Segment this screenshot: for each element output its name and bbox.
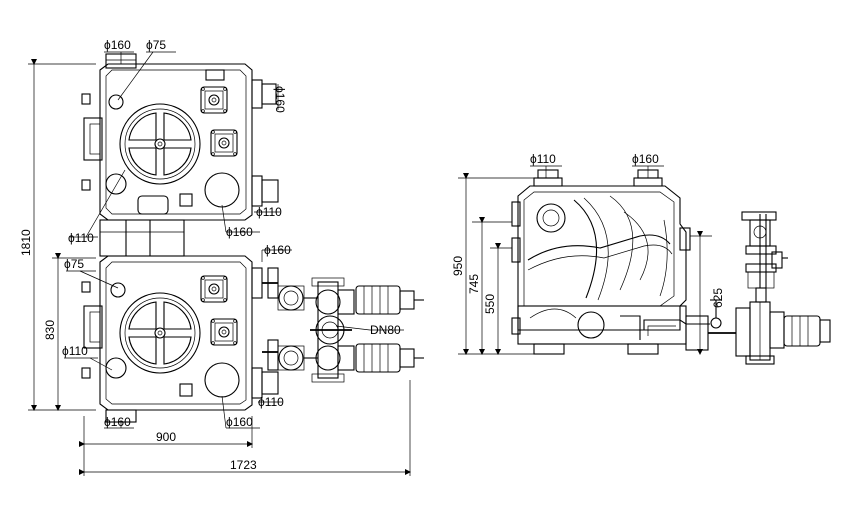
- dim-unit-width: 900: [156, 430, 176, 444]
- label-lower-d110-left: ϕ110: [62, 344, 88, 358]
- label-lower-d110-right: ϕ110: [258, 395, 284, 409]
- plan-pump-assembly: [262, 267, 425, 383]
- dim-side-625: 625: [711, 288, 725, 308]
- lower-tank: [81, 255, 279, 423]
- dim-total-width: 1723: [230, 458, 257, 472]
- label-upper-d160-bottom: ϕ160: [226, 225, 253, 239]
- dim-side-550: 550: [483, 294, 497, 314]
- label-bottom-d160-left: ϕ160: [104, 415, 131, 429]
- label-top-d75: ϕ75: [146, 38, 166, 52]
- label-mid-d160: ϕ160: [264, 243, 291, 257]
- label-bottom-d160-right: ϕ160: [226, 415, 253, 429]
- dim-side-745: 745: [467, 274, 481, 294]
- label-right-d160: ϕ160: [273, 86, 287, 113]
- plan-leaders: [64, 51, 404, 429]
- label-dn80: DN80: [370, 323, 401, 337]
- tank-connector: [99, 219, 185, 257]
- label-side-top-d110: ϕ110: [530, 152, 556, 166]
- label-upper-d110-right: ϕ110: [256, 205, 282, 219]
- label-lower-d75: ϕ75: [64, 257, 84, 271]
- dim-side-950: 950: [451, 256, 465, 276]
- label-upper-d110-left: ϕ110: [68, 231, 94, 245]
- dim-total-height: 1810: [19, 229, 33, 256]
- dim-unit-height: 830: [43, 320, 57, 340]
- plan-dimensions: [28, 59, 411, 476]
- side-dimensions: [458, 173, 712, 355]
- side-tank: [511, 169, 691, 355]
- label-side-top-d160: ϕ160: [632, 152, 659, 166]
- side-pipework: [643, 211, 831, 365]
- side-leaders: [530, 165, 664, 178]
- label-top-d160: ϕ160: [104, 38, 131, 52]
- upper-tank: [81, 53, 279, 221]
